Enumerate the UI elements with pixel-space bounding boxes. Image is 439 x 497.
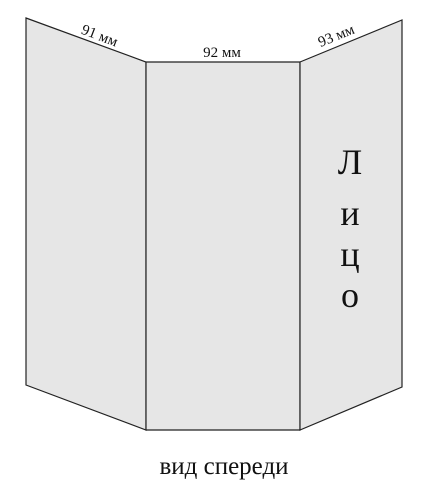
face-letter: и	[340, 193, 359, 233]
face-letter: ц	[340, 234, 359, 274]
center-panel	[145, 61, 301, 431]
face-letter: Л	[338, 142, 362, 182]
face-letter: о	[341, 275, 359, 315]
left-panel	[25, 17, 147, 431]
center-panel-width-label: 92 мм	[203, 45, 241, 61]
right-panel	[299, 19, 403, 431]
caption: вид спереди	[159, 453, 288, 480]
